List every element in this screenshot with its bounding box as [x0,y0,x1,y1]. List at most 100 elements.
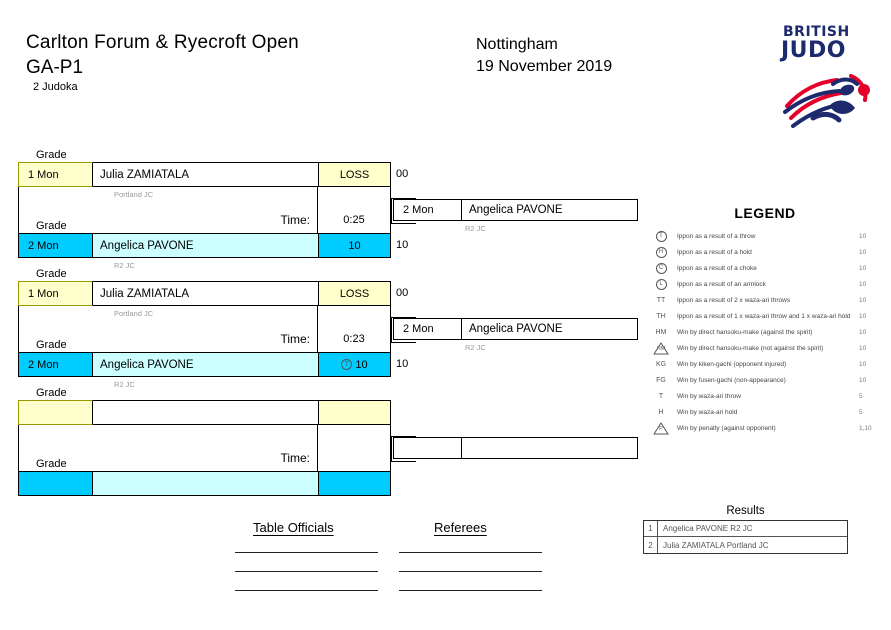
competitor-grade [18,400,93,425]
legend-icon: HM [645,324,677,340]
triangle-hm-icon: HM [653,341,669,355]
competitor-club-top: Portland JC [114,309,154,318]
time-label: Time: [280,213,310,227]
competitor-score-cell [319,471,391,496]
legend-value: 10 [859,264,867,272]
result-name: Angelica PAVONE R2 JC [663,524,753,533]
match-2-time-band: Time:0:23 [18,306,391,352]
result-rank: 1 [644,521,658,536]
legend-icon: L [645,276,677,292]
legend-value: 10 [859,280,867,288]
competitor-club-bottom: R2 JC [114,380,135,389]
table-officials-line-1[interactable] [235,552,378,553]
competitor-club-bottom: R2 JC [114,261,135,270]
time-divider [317,306,318,352]
legend-description: Win by direct hansoku-make (not against … [677,344,824,352]
legend-code-hm: HM [655,328,667,336]
winner-grade: 2 Mon [394,319,462,339]
ippon-throw-icon: T [341,359,353,370]
event-title: Carlton Forum & Ryecroft Open [26,32,299,53]
grade-label-bottom: Grade [36,458,67,470]
bracket-connector [391,317,392,342]
winner-name [462,438,637,458]
bracket-connector-lower [391,223,416,224]
match-3-competitor-top[interactable] [18,400,391,425]
legend-value: 10 [859,376,867,384]
bracket-connector-upper [391,198,416,199]
legend-value: 10 [859,360,867,368]
competitor-grade [18,471,93,496]
legend-value: 10 [859,296,867,304]
legend-description: Ippon as a result of a throw [677,232,756,240]
logo-text-judo: JUDO [781,38,847,63]
legend-icon: P [645,420,677,436]
legend-description: Ippon as a result of 1 x waza-ari throw … [677,312,851,320]
competitor-score [319,400,391,425]
referees-line-1[interactable] [399,552,542,553]
results-row: 1 Angelica PAVONE R2 JC [644,521,847,537]
legend-value: 5 [859,408,863,416]
bracket-connector-upper [391,436,416,437]
legend-code-h: H [658,408,664,416]
match-1-side-score-top: 00 [396,168,409,180]
results-title: Results [726,505,765,517]
competitor-score: LOSS [319,281,391,306]
legend-value: 1,10 [859,424,872,432]
event-city: Nottingham [476,36,558,53]
legend-title: LEGEND [734,205,796,221]
legend-row: HM Win by direct hansoku-make (not agains… [645,340,885,356]
legend-icon: HM [645,340,677,356]
referees-heading: Referees [434,520,487,535]
legend-icon: TH [645,308,677,324]
circle-h-icon: H [655,246,667,258]
winner-grade: 2 Mon [394,200,462,220]
bracket-connector [391,436,392,461]
competitor-name [93,471,319,496]
match-3-winner-box[interactable] [393,437,638,459]
competitor-name: Angelica PAVONE [93,352,319,377]
referees-line-2[interactable] [399,571,542,572]
grade-label-bottom: Grade [36,220,67,232]
competitor-grade: 2 Mon [18,233,93,258]
bracket-connector [391,198,392,223]
result-rank: 2 [644,537,658,553]
circle-t-icon: T [655,230,667,242]
competitor-grade: 2 Mon [18,352,93,377]
table-officials-line-3[interactable] [235,590,378,591]
winner-grade [394,438,462,458]
legend-icon: H [645,244,677,260]
legend-code-t: T [658,392,664,400]
referees-line-3[interactable] [399,590,542,591]
legend-value: 10 [859,344,867,352]
time-divider [317,187,318,233]
time-label: Time: [280,332,310,346]
table-officials-line-2[interactable] [235,571,378,572]
legend-description: Win by penalty (against opponent) [677,424,776,432]
grade-label-top: Grade [36,268,67,280]
legend-value: 10 [859,312,867,320]
match-3-competitor-bottom[interactable] [18,471,391,496]
competitor-grade: 1 Mon [18,162,93,187]
match-1-time-band: Time:0:25 [18,187,391,233]
legend-icon: H [645,404,677,420]
legend-icon: T [645,388,677,404]
match-3-time-band: Time: [18,425,391,471]
grade-label-top: Grade [36,149,67,161]
time-label: Time: [280,451,310,465]
